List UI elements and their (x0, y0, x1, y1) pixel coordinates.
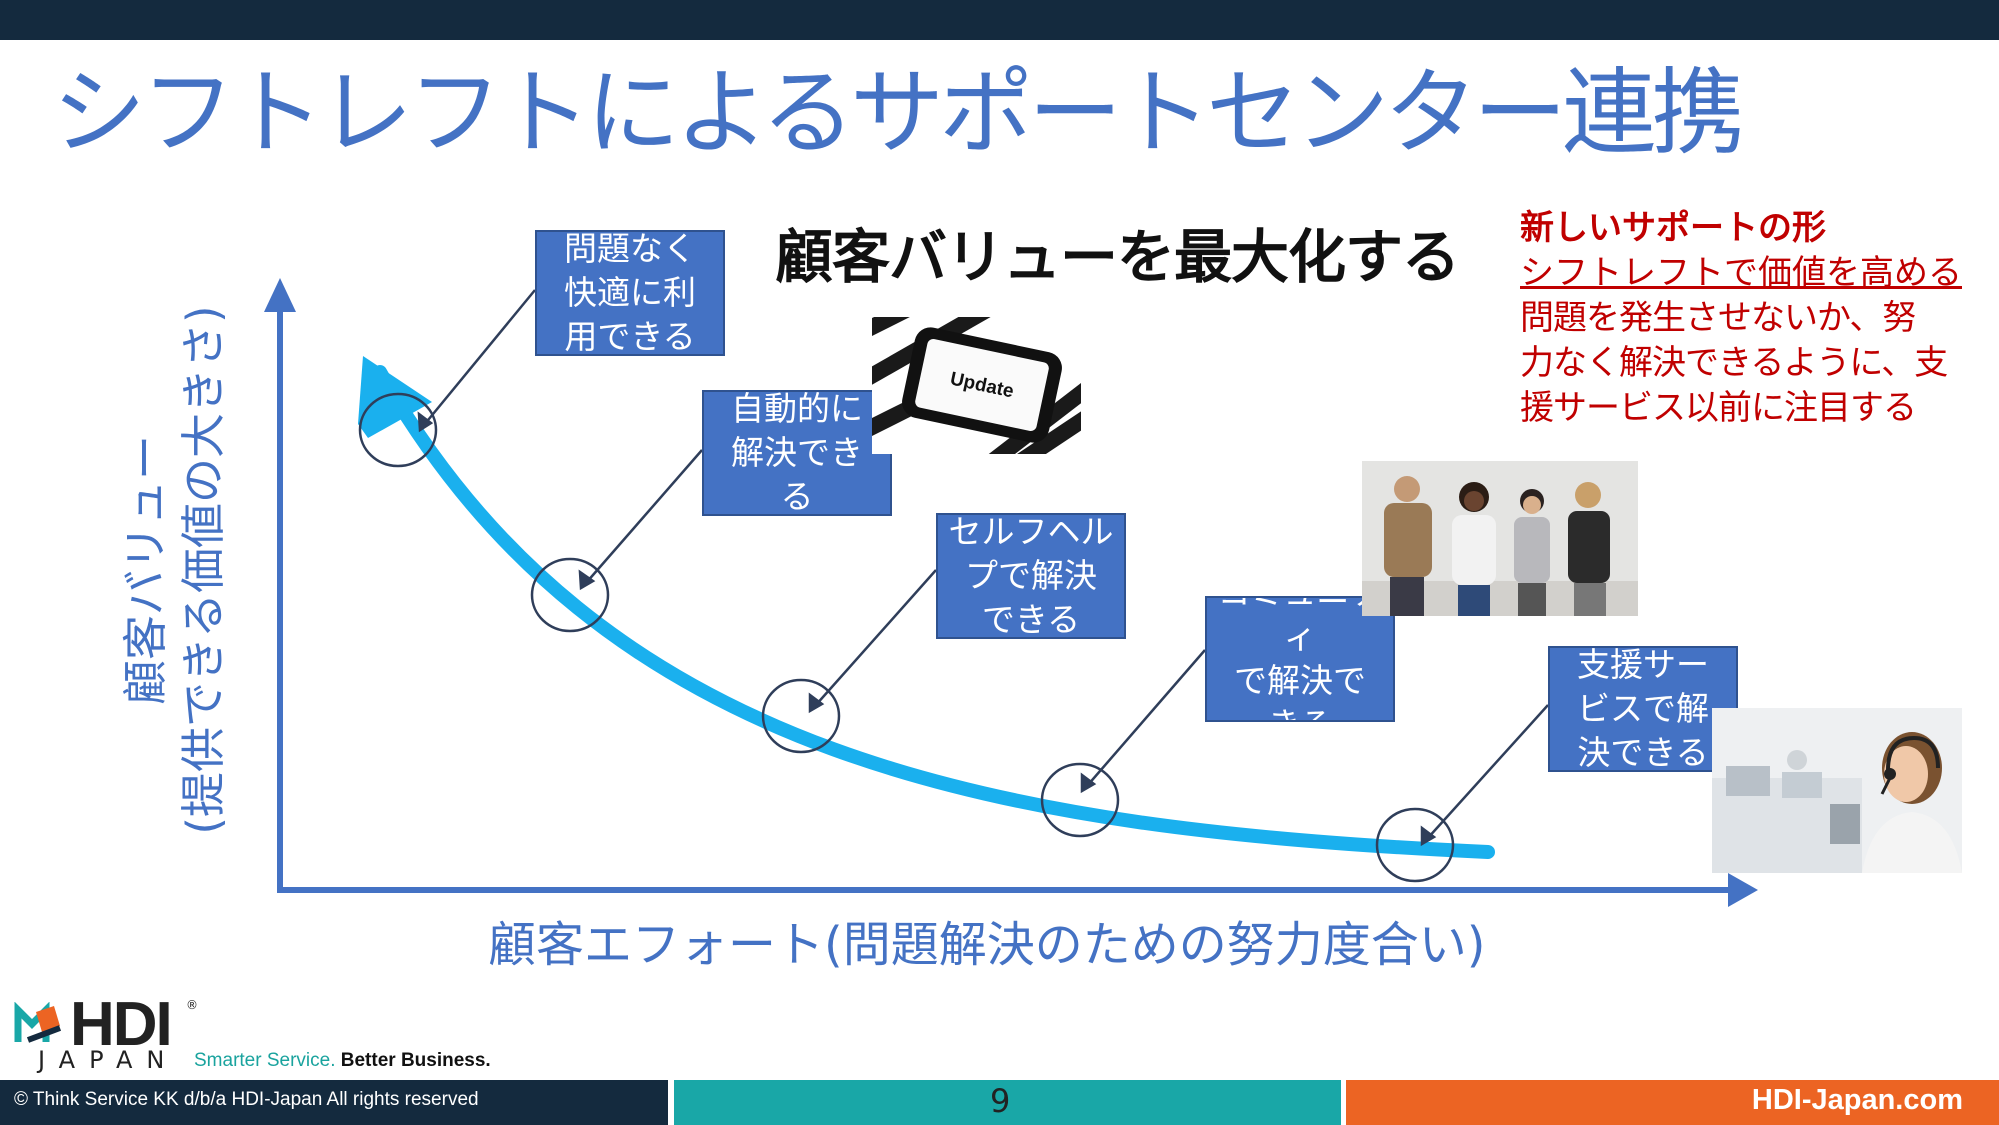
logo-tagline-1: Smarter Service. (194, 1050, 336, 1071)
logo-tagline: Smarter Service. Better Business. (194, 1050, 491, 1072)
stage-connector (814, 569, 937, 707)
stage-box: セルフヘル プで解決 できる (936, 513, 1126, 639)
y-axis-arrowhead (264, 278, 296, 312)
stage-box-line: 用できる (564, 317, 696, 356)
stage-marker (1040, 762, 1120, 838)
stage-box-line: 決できる (1577, 733, 1709, 772)
stage-marker (358, 392, 438, 468)
y-axis-label-line: (提供できる価値の大きさ) (177, 305, 230, 835)
page-number: 9 (990, 1082, 1011, 1120)
note-underline: シフトレフトで価値を高める (1520, 253, 1962, 293)
note-line: 援サービス以前に注目する (1520, 388, 1917, 428)
hdi-japan-logo: HDI ® JAPAN Smarter Service. Better Busi… (14, 990, 534, 1074)
x-axis-arrowhead (1728, 873, 1758, 907)
x-axis-label: 顧客エフォート(問題解決のための努力度合い) (488, 917, 1486, 973)
stage-connector-head (417, 411, 434, 433)
stage-box-line: 自動的に (731, 390, 863, 428)
value-curve (373, 365, 1495, 859)
stage-box-line: セルフヘル (948, 513, 1114, 551)
stage-box-line: 快適に利 (564, 273, 696, 312)
stage-box-line: 解決でき (731, 433, 863, 472)
stage-connector (1086, 649, 1206, 787)
top-bar (0, 0, 1999, 40)
stage-marker (1375, 807, 1455, 883)
footer-segment-dark (0, 1080, 668, 1125)
logo-name: HDI (70, 990, 173, 1059)
stage-box-line: プで解決 (965, 556, 1097, 595)
slide-subtitle: 顧客バリューを最大化する (775, 223, 1460, 291)
stage-connector (1426, 704, 1549, 840)
y-axis-label-line: 顧客バリュー (119, 435, 172, 706)
community-people-photo (1362, 461, 1638, 616)
note-line: 力なく解決できるように、支 (1520, 343, 1948, 383)
phone-update-image: Update (872, 317, 1081, 454)
note-title: 新しいサポートの形 (1520, 208, 1826, 248)
stage-marker (530, 557, 610, 633)
note-block: 新しいサポートの形 シフトレフトで価値を高める 問題を発生させないか、努 力なく… (1520, 206, 1990, 431)
stage-box-line: で解決で (1234, 661, 1366, 700)
support-agent-photo (1712, 708, 1962, 873)
stage-connector (585, 449, 703, 584)
copyright-text: © Think Service KK d/b/a HDI-Japan All r… (14, 1089, 479, 1110)
website-link[interactable]: HDI-Japan.com (1751, 1084, 1963, 1116)
slide-title: シフトレフトによるサポートセンター連携 (52, 59, 1745, 168)
stage-box-line: コミュニティ (1218, 598, 1383, 656)
stage-box-line: できる (981, 600, 1081, 639)
note-line: 問題を発生させないか、努 (1520, 298, 1916, 338)
logo-reg-mark: ® (186, 998, 198, 1012)
footer-segment-orange (1346, 1080, 1999, 1125)
stage-marker (761, 678, 841, 754)
stage-box: コミュニティ で解決で きる (1205, 596, 1395, 722)
stage-box: 自動的に 解決でき る (702, 390, 892, 516)
stage-box: 支援サー ビスで解 決できる (1548, 646, 1738, 772)
stage-connector-head (1080, 772, 1097, 794)
logo-sub: JAPAN (38, 1046, 179, 1074)
stage-box-line: きる (1211, 703, 1389, 720)
hdi-logo-icon (14, 1002, 62, 1043)
stage-connector-head (1420, 825, 1437, 847)
stage-box-line: ビスで解 (1577, 689, 1709, 728)
logo-tagline-2: Better Business. (340, 1050, 491, 1071)
footer-segment-teal (674, 1080, 1341, 1125)
value-curve-arrowhead (358, 356, 432, 438)
stage-box: 問題なく 快適に利 用できる (535, 230, 725, 356)
stage-connector-head (578, 569, 596, 591)
stage-box-line: る (780, 477, 814, 516)
stage-connector-head (808, 692, 825, 714)
stage-box-line: 支援サー (1577, 646, 1709, 684)
stage-box-line: 問題なく (564, 230, 696, 268)
stage-connector (423, 289, 536, 426)
